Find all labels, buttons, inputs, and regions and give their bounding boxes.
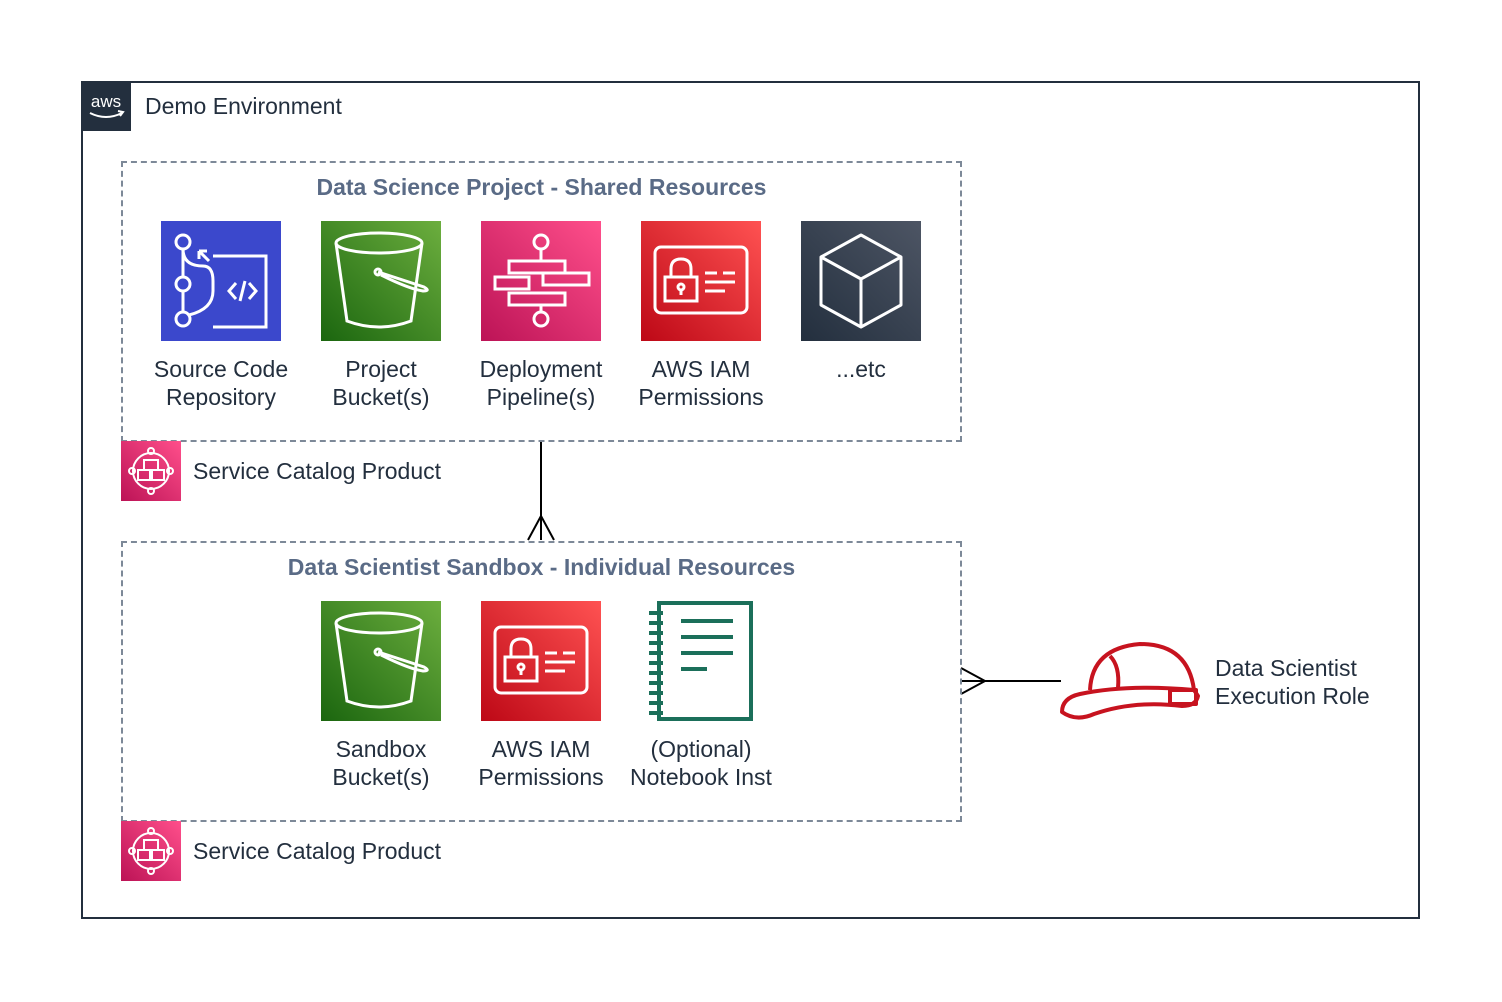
cube-icon <box>801 221 921 341</box>
service-catalog-product-label-2: Service Catalog Product <box>193 838 442 864</box>
environment-title: Demo Environment <box>145 93 342 119</box>
project-shared-resources-group <box>121 161 962 442</box>
service-catalog-product-label: Service Catalog Product <box>193 458 442 484</box>
s3-bucket-icon <box>321 601 441 721</box>
project-group-title: Data Science Project - Shared Resources <box>316 174 767 200</box>
optional-notebook-label: (Optional)Notebook Inst <box>630 736 772 790</box>
iam-permissions-icon <box>641 221 761 341</box>
notebook-icon <box>641 601 761 721</box>
step-functions-icon <box>481 221 601 341</box>
service-catalog-icon <box>121 441 181 501</box>
iam-permissions-icon <box>481 601 601 721</box>
s3-bucket-icon <box>321 221 441 341</box>
code-repository-icon <box>161 221 281 341</box>
sandbox-individual-resources-group <box>121 541 962 822</box>
aws-logo-icon: aws <box>81 81 131 131</box>
demo-environment-group <box>81 81 1420 919</box>
service-catalog-icon <box>121 821 181 881</box>
hard-hat-icon <box>1058 638 1204 724</box>
etc-label: ...etc <box>836 356 886 382</box>
svg-text:aws: aws <box>91 92 121 111</box>
sandbox-group-title: Data Scientist Sandbox - Individual Reso… <box>287 554 796 580</box>
